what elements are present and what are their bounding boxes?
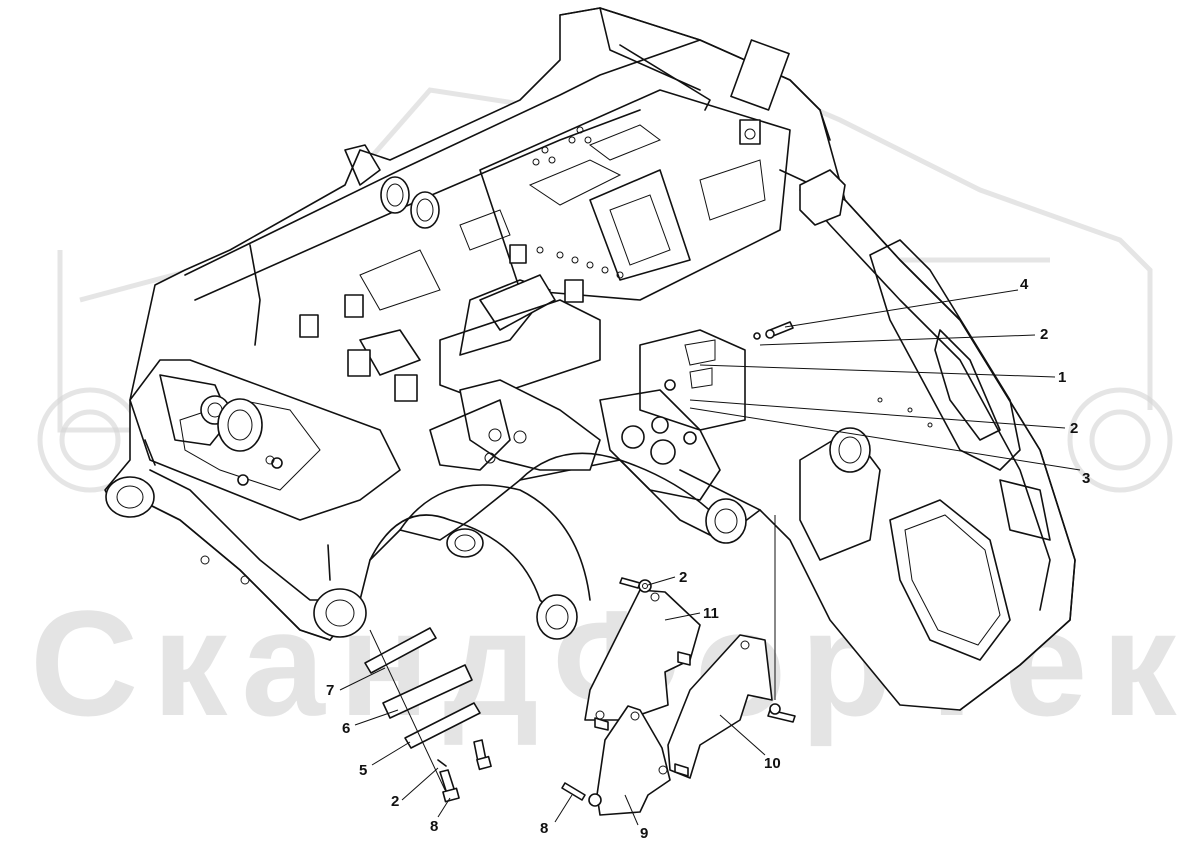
plate-bolts [561, 577, 796, 807]
shim-stack [364, 627, 481, 749]
callout-9: 9 [640, 825, 648, 842]
callout-4: 4 [1020, 276, 1029, 293]
leader-lines [339, 289, 1081, 826]
callout-8a: 8 [540, 820, 548, 837]
main-frame [104, 7, 1076, 711]
callout-5: 5 [359, 762, 367, 779]
callout-7: 7 [326, 682, 334, 699]
callouts: 4 2 1 2 3 2 11 10 9 8 7 6 5 2 8 [326, 276, 1090, 842]
callout-1: 1 [1058, 369, 1066, 386]
callout-8b: 8 [430, 818, 438, 835]
callout-10: 10 [764, 755, 781, 772]
callout-2a: 2 [1040, 326, 1048, 343]
callout-6: 6 [342, 720, 350, 737]
plate-9 [596, 705, 671, 816]
callout-2b: 2 [1070, 420, 1078, 437]
callout-2c: 2 [679, 569, 687, 586]
top-right-fasteners [753, 321, 794, 340]
callout-11: 11 [703, 605, 719, 622]
left-bolts [437, 739, 492, 803]
frame-holes [200, 126, 933, 585]
callout-2d: 2 [391, 793, 399, 810]
callout-3: 3 [1082, 470, 1090, 487]
